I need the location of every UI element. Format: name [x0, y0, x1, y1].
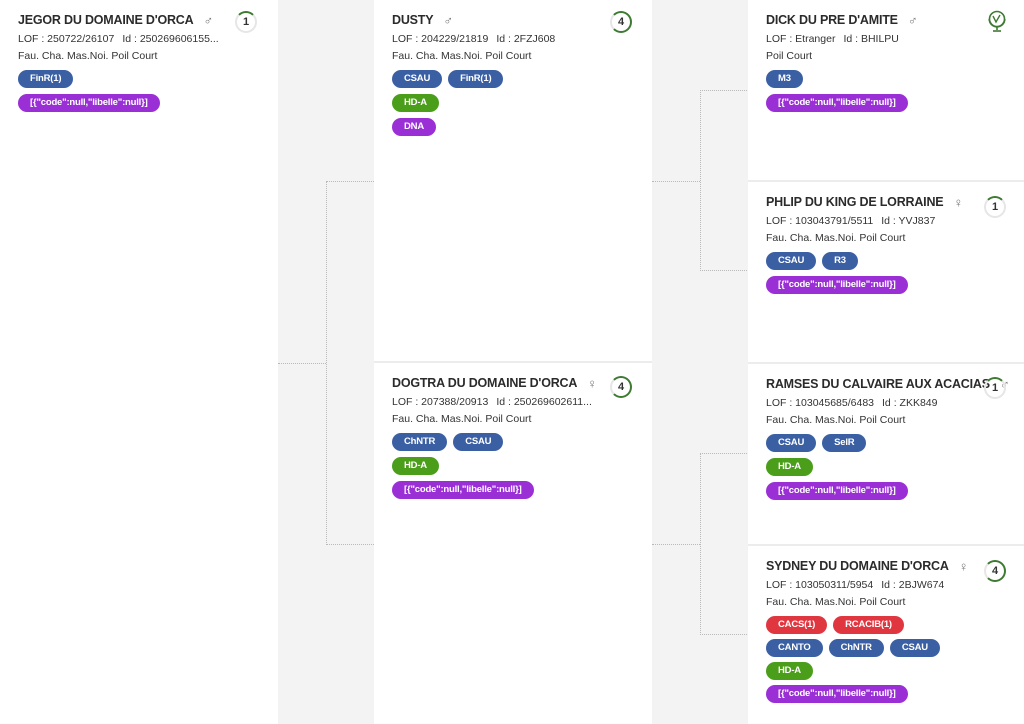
dog-id: Id : YVJ837	[881, 215, 936, 227]
dog-name[interactable]: DOGTRA DU DOMAINE D'ORCA	[392, 376, 578, 390]
test-tag: [{"code":null,"libelle":null}]	[766, 685, 908, 703]
generation-count-badge: 4	[610, 376, 632, 398]
test-tag: DNA	[392, 118, 436, 136]
dog-id: Id : 250269606155...	[122, 33, 219, 45]
generation-count-badge: 4	[984, 560, 1006, 582]
lof-number: LOF : Etranger	[766, 33, 836, 45]
pedigree-connector	[326, 181, 374, 545]
health-tag: HD-A	[766, 662, 813, 680]
health-tag: HD-A	[392, 457, 439, 475]
pedigree-connector	[700, 453, 749, 635]
female-icon: ♀	[587, 375, 597, 391]
pedigree-card-sire-dam[interactable]: PHLIP DU KING DE LORRAINE ♀ LOF : 103043…	[748, 180, 1024, 362]
dog-description: Fau. Cha. Mas.Noi. Poil Court	[18, 50, 158, 62]
female-icon: ♀	[953, 194, 964, 210]
lof-number: LOF : 250722/26107	[18, 33, 115, 45]
title-tag: M3	[766, 70, 803, 88]
globe-stand-icon	[988, 10, 1006, 32]
award-tag: CACS(1)	[766, 616, 828, 634]
test-tag: [{"code":null,"libelle":null}]	[766, 94, 908, 112]
lof-number: LOF : 103045685/6483	[766, 397, 875, 409]
dog-description: Poil Court	[766, 50, 813, 62]
pedigree-card-sire-sire[interactable]: DICK DU PRE D'AMITE ♂ LOF : Etranger Id :…	[748, 0, 1024, 180]
dog-id: Id : ZKK849	[882, 397, 938, 409]
generation-count-badge: 1	[235, 11, 257, 33]
title-tag: R3	[822, 252, 858, 270]
dog-description: Fau. Cha. Mas.Noi. Poil Court	[766, 232, 906, 244]
title-tag: CSAU	[453, 433, 504, 451]
dog-id: Id : 2BJW674	[881, 579, 945, 591]
test-tag: [{"code":null,"libelle":null}]	[766, 482, 908, 500]
female-icon: ♀	[958, 558, 969, 574]
lof-number: LOF : 103050311/5954	[766, 579, 874, 591]
title-tag: CSAU	[766, 252, 817, 270]
male-icon: ♂	[203, 12, 214, 28]
title-tag: ChNTR	[392, 433, 448, 451]
pedigree-card-sire[interactable]: DUSTY ♂ LOF : 204229/21819 Id : 2FZJ608 F…	[374, 0, 652, 361]
dog-name[interactable]: DICK DU PRE D'AMITE	[766, 13, 898, 27]
title-tag: CSAU	[392, 70, 443, 88]
generation-count-badge: 1	[984, 196, 1006, 218]
pedigree-connector	[700, 90, 749, 271]
health-tag: HD-A	[392, 94, 439, 112]
dog-id: Id : 250269602611...	[496, 396, 592, 408]
lof-number: LOF : 103043791/5511	[766, 215, 874, 227]
dog-name[interactable]: JEGOR DU DOMAINE D'ORCA	[18, 13, 194, 27]
male-icon: ♂	[907, 12, 918, 28]
dog-id: Id : 2FZJ608	[496, 33, 556, 45]
test-tag: [{"code":null,"libelle":null}]	[392, 481, 534, 499]
title-tag: CSAU	[889, 639, 940, 657]
dog-description: Fau. Cha. Mas.Noi. Poil Court	[392, 413, 532, 425]
pedigree-card-dam-sire[interactable]: RAMSES DU CALVAIRE AUX ACACIAS ♂ LOF : 1…	[748, 362, 1024, 544]
dog-description: Fau. Cha. Mas.Noi. Poil Court	[392, 50, 532, 62]
title-tag: CANTO	[766, 639, 823, 657]
dog-name[interactable]: SYDNEY DU DOMAINE D'ORCA	[766, 559, 949, 573]
dog-description: Fau. Cha. Mas.Noi. Poil Court	[766, 596, 906, 608]
lof-number: LOF : 207388/20913	[392, 396, 489, 408]
title-tag: FinR(1)	[448, 70, 504, 88]
generation-count-badge: 1	[984, 377, 1006, 399]
pedigree-card-subject[interactable]: JEGOR DU DOMAINE D'ORCA ♂ LOF : 250722/2…	[0, 0, 278, 724]
award-tag: RCACIB(1)	[833, 616, 904, 634]
health-tag: HD-A	[766, 458, 813, 476]
pedigree-connector	[278, 363, 326, 364]
title-tag: ChNTR	[828, 639, 884, 657]
lof-number: LOF : 204229/21819	[392, 33, 489, 45]
dog-name[interactable]: RAMSES DU CALVAIRE AUX ACACIAS	[766, 377, 990, 391]
title-tag: CSAU	[766, 434, 817, 452]
title-tag: FinR(1)	[18, 70, 74, 88]
pedigree-card-dam-dam[interactable]: SYDNEY DU DOMAINE D'ORCA ♀ LOF : 1030503…	[748, 544, 1024, 724]
pedigree-connector	[652, 544, 700, 545]
male-icon: ♂	[443, 12, 454, 28]
test-tag: [{"code":null,"libelle":null}]	[18, 94, 160, 112]
dog-name[interactable]: DUSTY	[392, 13, 434, 27]
dog-description: Fau. Cha. Mas.Noi. Poil Court	[766, 414, 906, 426]
pedigree-card-dam[interactable]: DOGTRA DU DOMAINE D'ORCA ♀ LOF : 207388/…	[374, 361, 652, 724]
dog-id: Id : BHILPU	[843, 33, 899, 45]
dog-name[interactable]: PHLIP DU KING DE LORRAINE	[766, 195, 944, 209]
test-tag: [{"code":null,"libelle":null}]	[766, 276, 908, 294]
generation-count-badge: 4	[610, 11, 632, 33]
title-tag: SelR	[822, 434, 867, 452]
pedigree-connector	[652, 181, 700, 182]
